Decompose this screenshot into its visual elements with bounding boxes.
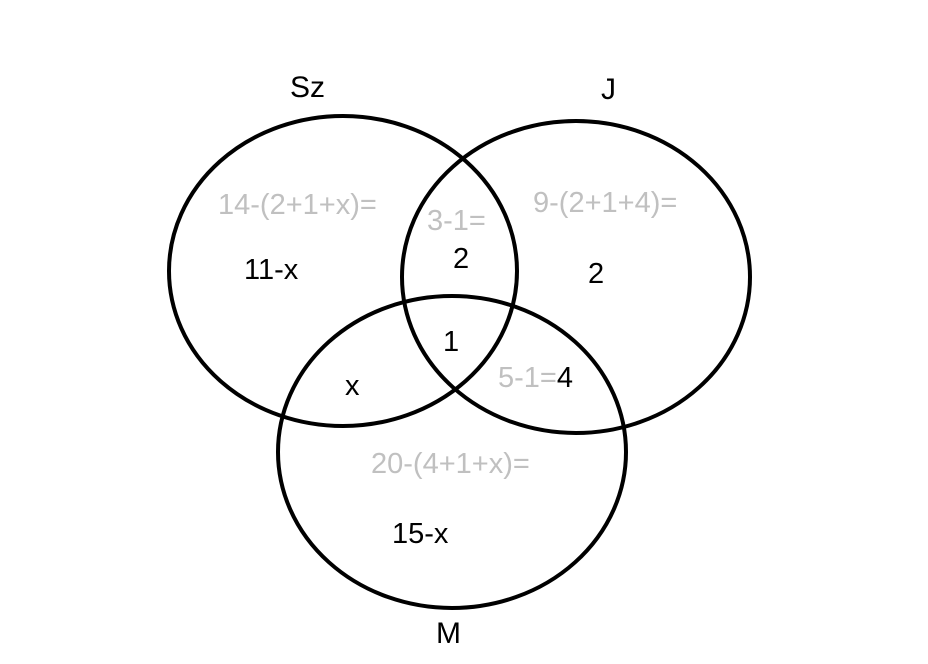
circle-sz <box>167 114 519 428</box>
set-label-m: M <box>436 617 461 650</box>
formula-m-only: 20-(4+1+x)= <box>371 448 530 480</box>
value-j-m: 4 <box>557 362 573 394</box>
formula-sz-only: 14-(2+1+x)= <box>218 189 377 221</box>
circle-m <box>276 294 628 610</box>
value-sz-only: 11-x <box>244 254 299 286</box>
value-sz-j: 2 <box>453 243 469 275</box>
formula-sz-j: 3-1= <box>427 205 486 237</box>
set-label-sz: Sz <box>290 71 325 104</box>
j-m-line: 5-1=4 <box>498 362 573 394</box>
circle-j <box>400 119 752 435</box>
value-m-only: 15-x <box>392 518 449 550</box>
value-sz-m: x <box>345 370 360 402</box>
formula-j-only: 9-(2+1+4)= <box>533 187 677 219</box>
value-all-three: 1 <box>443 326 459 358</box>
set-label-j: J <box>601 73 616 106</box>
value-j-only: 2 <box>588 258 604 290</box>
formula-j-m: 5-1= <box>498 362 557 394</box>
